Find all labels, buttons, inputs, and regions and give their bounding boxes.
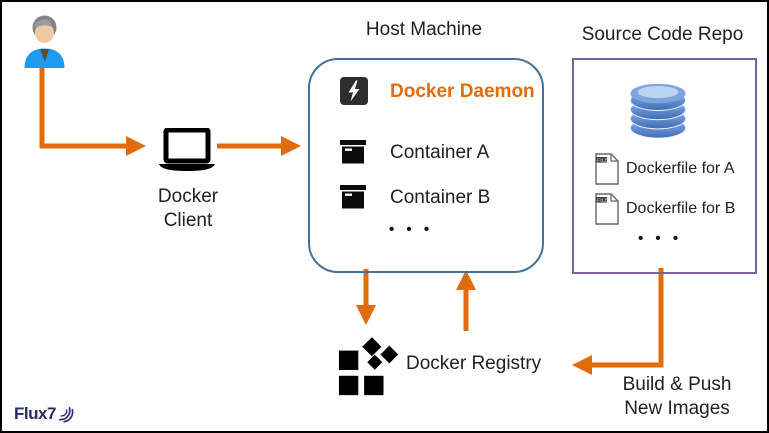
file-badge-text: FILE [597,157,608,162]
container-b-label: Container B [390,187,491,208]
container-box-icon [340,185,366,209]
connector-repo-to-registry [572,268,664,375]
user-person-icon [24,15,65,68]
connector-user-to-client [39,66,146,156]
source-code-repo-box [572,58,757,274]
container-box-icon [340,140,366,164]
docker-daemon-label: Docker Daemon [390,81,535,102]
host-machine-title: Host Machine [365,19,483,40]
host-machine-box [308,58,544,273]
file-icon: FILE [595,153,619,185]
flux7-logo-text: Flux7 [14,404,56,423]
swirl-icon [58,406,74,422]
dockerfile-b-label: Dockerfile for B [626,200,736,217]
dockerfile-a-label: Dockerfile for A [626,160,735,177]
file-icon: FILE [595,193,619,225]
build-push-label: Build & Push New Images [622,374,732,420]
docker-registry-label: Docker Registry [406,353,542,374]
file-badge-text: FILE [597,197,608,202]
registry-boxes-icon [338,337,399,396]
docker-client-label: Docker Client [157,186,219,232]
flux7-logo: Flux7 [14,404,76,424]
host-more-containers-ellipsis: • • • [389,221,434,238]
lightning-icon [340,77,368,105]
repo-more-files-ellipsis: • • • [638,230,683,247]
container-a-label: Container A [390,142,490,163]
source-code-repo-title: Source Code Repo [581,24,744,45]
laptop-icon [159,128,215,171]
database-icon [629,83,687,139]
